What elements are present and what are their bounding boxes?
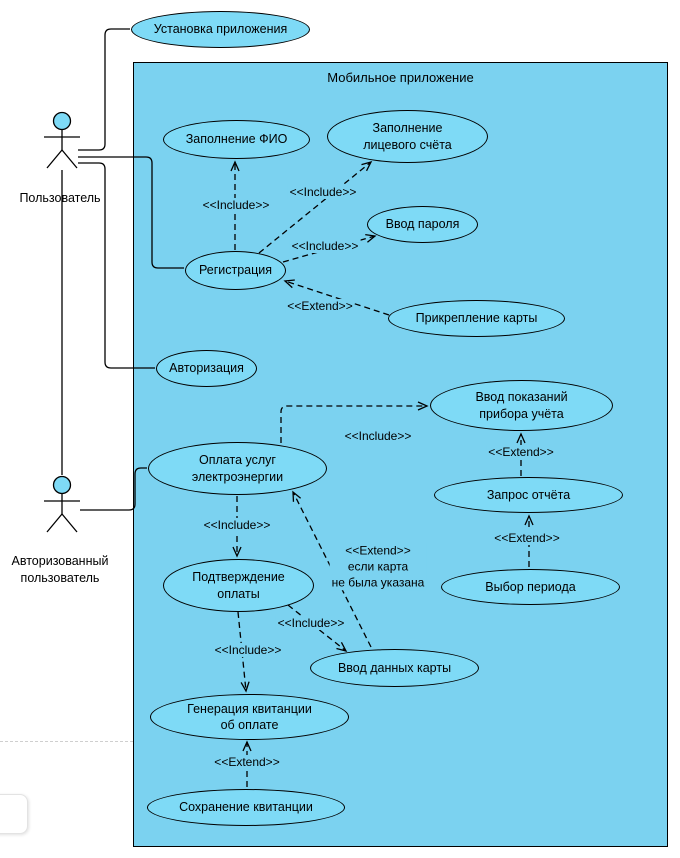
usecase-registration[interactable]: Регистрация: [185, 251, 286, 290]
usecase-attach-card[interactable]: Прикрепление карты: [388, 300, 565, 337]
label-include-confirm: <<Include>>: [201, 518, 273, 532]
actor-leg-right: [61, 513, 78, 533]
usecase-label: Подтверждение оплаты: [192, 570, 285, 601]
actor-user-label: Пользователь: [19, 191, 101, 205]
usecase-request-report[interactable]: Запрос отчёта: [434, 477, 623, 513]
usecase-label: Регистрация: [198, 263, 273, 278]
usecase-fill-account[interactable]: Заполнение лицевого счёта: [327, 110, 488, 163]
edge-include-meter[interactable]: [280, 401, 429, 443]
usecase-label: Прикрепление карты: [415, 311, 538, 326]
label-include-meter: <<Include>>: [342, 429, 414, 443]
label-extend-attach-card: <<Extend>>: [285, 299, 355, 313]
actor-leg-left: [46, 513, 63, 533]
edge-user-authorization[interactable]: [78, 162, 155, 369]
label-include-receipt: <<Include>>: [212, 643, 284, 657]
label-extend-save: <<Extend>>: [212, 755, 282, 769]
usecase-label: Заполнение ФИО: [185, 132, 288, 147]
page-corner-artifact: [0, 794, 28, 834]
usecase-card-details[interactable]: Ввод данных карты: [310, 649, 479, 687]
usecase-label: Ввод показаний прибора учёта: [475, 390, 568, 421]
label-include-card-details: <<Include>>: [275, 616, 347, 630]
actor-head: [52, 111, 72, 131]
usecase-label: Ввод пароля: [385, 217, 460, 232]
edge-user-install[interactable]: [78, 28, 130, 151]
actor-authuser-figure[interactable]: [39, 474, 85, 536]
usecase-label: Сохранение квитанции: [179, 800, 313, 815]
edge-authuser-payment[interactable]: [80, 467, 147, 511]
usecase-enter-password[interactable]: Ввод пароля: [367, 206, 478, 243]
usecase-label: Заполнение лицевого счёта: [363, 121, 452, 152]
usecase-fill-fio[interactable]: Заполнение ФИО: [163, 120, 310, 159]
usecase-authorization[interactable]: Авторизация: [156, 350, 257, 387]
usecase-label: Установка приложения: [153, 22, 288, 37]
usecase-select-period[interactable]: Выбор периода: [441, 569, 620, 605]
usecase-label: Запрос отчёта: [486, 487, 571, 502]
usecase-label: Авторизация: [169, 361, 244, 376]
usecase-generate-receipt[interactable]: Генерация квитанции об оплате: [150, 694, 349, 740]
usecase-label: Оплата услуг электроэнергии: [191, 453, 284, 484]
actor-head: [52, 475, 72, 495]
edge-include-receipt[interactable]: [237, 611, 250, 693]
edge-extend-attach-card[interactable]: [283, 279, 390, 316]
usecase-label: Выбор периода: [485, 579, 576, 594]
usecase-pay-electricity[interactable]: Оплата услуг электроэнергии: [148, 442, 327, 495]
usecase-install-app[interactable]: Установка приложения: [131, 11, 310, 48]
label-include-account: <<Include>>: [287, 185, 359, 199]
usecase-label: Ввод данных карты: [337, 660, 452, 675]
actor-user-figure[interactable]: [39, 110, 85, 172]
label-extend-card-condition: <<Extend>> если карта не была указана: [329, 543, 427, 591]
actor-authuser-label: Авторизованный пользователь: [11, 554, 109, 585]
label-include-fio: <<Include>>: [200, 198, 272, 212]
edge-user-registration[interactable]: [78, 156, 184, 269]
edge-include-card-details[interactable]: [287, 604, 348, 652]
system-title: Мобильное приложение: [327, 70, 474, 85]
edge-extend-card-condition[interactable]: [292, 490, 372, 648]
label-extend-period: <<Extend>>: [492, 531, 562, 545]
usecase-label: Генерация квитанции об оплате: [187, 701, 312, 732]
label-include-password: <<Include>>: [289, 239, 361, 253]
usecase-confirm-payment[interactable]: Подтверждение оплаты: [163, 559, 314, 612]
usecase-save-receipt[interactable]: Сохранение квитанции: [147, 789, 345, 826]
usecase-meter-readings[interactable]: Ввод показаний прибора учёта: [430, 380, 613, 431]
label-extend-report: <<Extend>>: [486, 445, 556, 459]
page-break-line: [0, 741, 133, 742]
edge-include-password[interactable]: [282, 233, 377, 263]
edge-include-account[interactable]: [258, 160, 373, 254]
actor-leg-right: [61, 149, 78, 169]
actor-leg-left: [46, 149, 63, 169]
